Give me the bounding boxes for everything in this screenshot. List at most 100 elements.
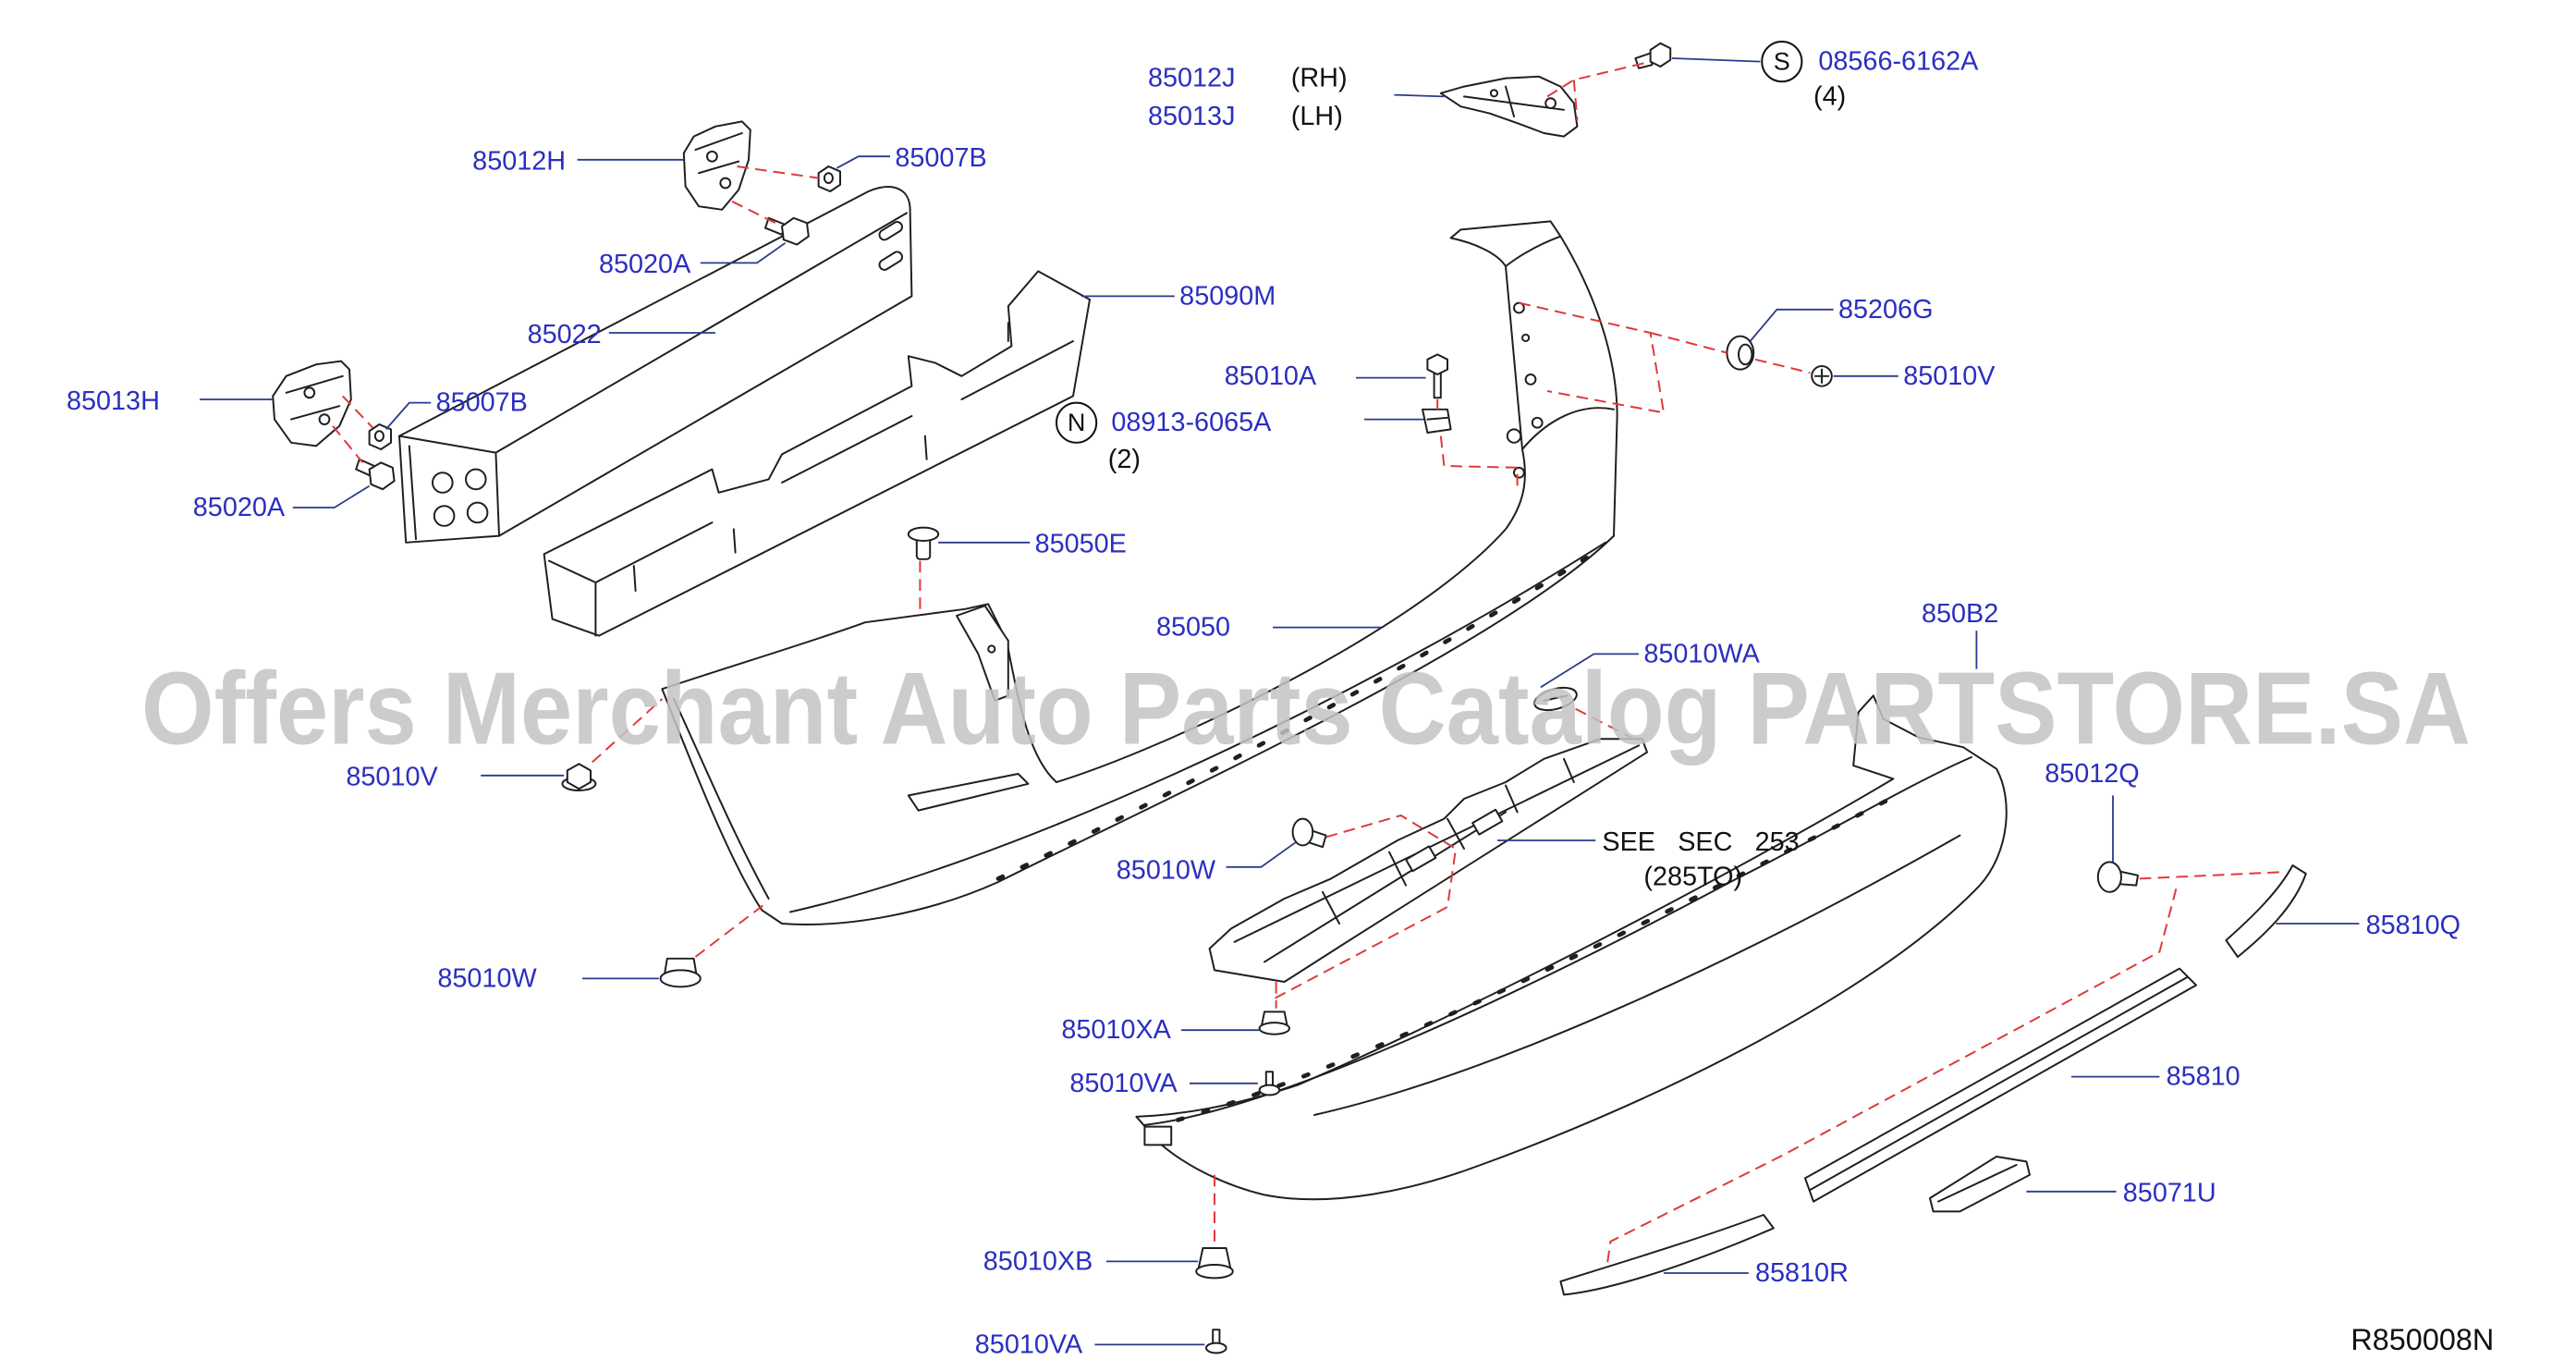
finisher-body <box>1559 1214 1775 1296</box>
callout-85010VA-lower[interactable]: 85010VA <box>975 1329 1083 1359</box>
fastener-85007B-lower <box>368 423 392 450</box>
screw-drive <box>1813 368 1830 384</box>
fascia-end-edge <box>673 698 770 900</box>
callout-85010V-right[interactable]: 85010V <box>1903 361 1996 391</box>
assembly-line <box>731 200 776 225</box>
nut-hole <box>373 430 385 442</box>
center-bracket-rib <box>1233 744 1640 963</box>
assembly-line <box>1572 80 1579 120</box>
assembly-line <box>1274 814 1458 999</box>
leader-line <box>1671 57 1761 63</box>
reinforcement-slot <box>878 251 904 271</box>
screw-head <box>1258 1084 1281 1096</box>
part-85022-bumper-reinforcement <box>398 186 913 544</box>
fastener-85010V-left <box>561 763 597 791</box>
reinforcement-face-strip <box>408 445 417 541</box>
fascia-hole <box>1506 428 1522 444</box>
reinforcement-hole <box>465 468 487 491</box>
fastener-85020A-upper <box>764 216 810 246</box>
side-bracket-hole <box>1544 97 1557 109</box>
callout-850B2[interactable]: 850B2 <box>1922 599 1998 629</box>
callout-85022[interactable]: 85022 <box>528 320 602 349</box>
side-bracket-hole <box>1489 89 1498 98</box>
assembly-line <box>1605 888 2178 1266</box>
callout-85010W-left[interactable]: 85010W <box>437 963 537 993</box>
leader-lines <box>200 57 2360 1346</box>
callout-08913-6065A[interactable]: 08913-6065A <box>1111 408 1272 437</box>
callout-85050[interactable]: 85050 <box>1156 613 1230 643</box>
symbol-s-badge: S <box>1761 41 1803 83</box>
callout-85010XA[interactable]: 85010XA <box>1061 1015 1171 1045</box>
callout-85007B-upper[interactable]: 85007B <box>895 143 986 173</box>
reinforcement-hole <box>466 501 489 524</box>
callout-85020A-upper[interactable]: 85020A <box>599 250 691 279</box>
callout-85010V-left[interactable]: 85010V <box>346 763 438 792</box>
clip-nut <box>1422 408 1452 434</box>
part-85090M-energy-absorber <box>543 270 1091 637</box>
callout-85010VA-upper[interactable]: 85010VA <box>1069 1069 1178 1098</box>
callout-85810R[interactable]: 85810R <box>1755 1258 1849 1288</box>
callout-labels: 85012J 85013J 08566-6162A 85012H 85007B … <box>67 47 2460 1360</box>
callout-85071U[interactable]: 85071U <box>2123 1179 2216 1208</box>
fascia-lower-edge <box>789 541 1606 913</box>
fastener-85010VA-upper <box>1258 1071 1281 1096</box>
fastener-85050E <box>907 526 940 560</box>
assembly-line <box>592 698 664 764</box>
assembly-line <box>332 425 364 464</box>
callout-85012J[interactable]: 85012J <box>1148 64 1235 93</box>
part-85012H-stay <box>682 120 751 211</box>
callout-85050E[interactable]: 85050E <box>1035 530 1127 559</box>
symbol-n-circle <box>1056 401 1098 444</box>
callout-08566-6162A[interactable]: 08566-6162A <box>1818 47 1979 77</box>
fascia-hole <box>1513 466 1525 479</box>
note-quantity-s: (4) <box>1813 81 1846 111</box>
callout-85810Q[interactable]: 85810Q <box>2366 911 2460 940</box>
side-bracket-body <box>1439 75 1579 138</box>
bolt-head <box>368 461 396 491</box>
stay-hole <box>719 177 732 190</box>
part-85810-finisher <box>1804 967 2197 1203</box>
callout-85010W-center[interactable]: 85010W <box>1117 855 1216 885</box>
absorber-mark <box>632 322 1009 592</box>
callout-85012H[interactable]: 85012H <box>472 147 566 177</box>
lower-fascia-crease <box>1313 834 1961 1116</box>
diagram-code: R850008N <box>2350 1323 2494 1356</box>
clip-flange <box>659 969 702 988</box>
fastener-85010WA <box>1533 686 1578 712</box>
finisher-edge <box>1809 975 2189 1191</box>
assembly-line <box>694 902 766 958</box>
fascia-hole <box>1521 333 1531 342</box>
callout-85010XB[interactable]: 85010XB <box>983 1246 1093 1276</box>
assembly-line <box>737 165 819 179</box>
fastener-85010W-center <box>1291 817 1327 849</box>
fascia-hole <box>1531 416 1544 429</box>
small-bracket-edge <box>1937 1164 2018 1203</box>
callout-85012Q[interactable]: 85012Q <box>2045 759 2139 789</box>
stay-body <box>682 120 751 211</box>
assembly-line <box>1546 62 1644 98</box>
callout-85010WA[interactable]: 85010WA <box>1643 639 1760 668</box>
symbol-n-badge: N <box>1056 401 1098 444</box>
callout-85810[interactable]: 85810 <box>2167 1062 2240 1092</box>
callout-85206G[interactable]: 85206G <box>1838 295 1933 325</box>
clip-head <box>907 526 940 542</box>
bolt-head <box>1649 42 1672 67</box>
fascia-body <box>661 220 1618 925</box>
lower-fascia-top-edge <box>1143 756 1972 1126</box>
callout-85010A[interactable]: 85010A <box>1225 361 1317 391</box>
callout-85090M[interactable]: 85090M <box>1179 281 1276 311</box>
stay-rib <box>285 374 344 421</box>
callout-85013H[interactable]: 85013H <box>67 386 160 416</box>
reinforcement-hole <box>433 505 456 527</box>
callout-85007B-lower[interactable]: 85007B <box>436 388 528 418</box>
assembly-line <box>1650 332 1728 354</box>
lower-fascia-end-tab <box>1143 1125 1173 1146</box>
symbol-s-circle <box>1761 41 1803 83</box>
clip-slot <box>1543 694 1569 702</box>
callout-85013J[interactable]: 85013J <box>1148 102 1235 131</box>
assembly-lines <box>332 62 2283 1266</box>
leader-line <box>700 242 787 264</box>
callout-85020A-lower[interactable]: 85020A <box>193 493 286 522</box>
part-85071U-bracket <box>1929 1156 2031 1213</box>
